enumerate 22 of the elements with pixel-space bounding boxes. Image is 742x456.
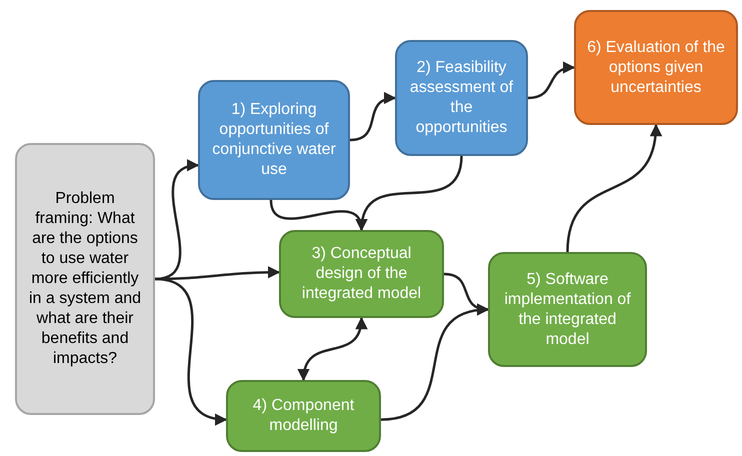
box-text: 6) Evaluation of the options given uncertainties bbox=[586, 38, 726, 98]
arrow bbox=[298, 316, 366, 382]
arrow bbox=[528, 62, 576, 100]
box-text: 4) Component modelling bbox=[252, 396, 356, 436]
box-text: 2) Feasibility assessment of the opportunities bbox=[408, 58, 514, 138]
arrow bbox=[380, 304, 490, 421]
arrow bbox=[154, 266, 280, 280]
arrow bbox=[350, 93, 396, 142]
process-box bbox=[488, 252, 647, 367]
process-box bbox=[574, 10, 738, 125]
arrow bbox=[356, 156, 463, 232]
arrow bbox=[154, 278, 228, 424]
process-box bbox=[198, 80, 350, 200]
box-text: 1) Exploring opportunities of conjunctive water use bbox=[211, 100, 337, 180]
process-box bbox=[395, 40, 528, 156]
process-box bbox=[226, 380, 381, 452]
box-text: Problem framing: What are the options to use water more efficiently in a system and what are their benefits and impacts? bbox=[28, 189, 142, 369]
process-box bbox=[279, 230, 444, 318]
arrow bbox=[566, 124, 662, 252]
box-text: 5) Software implementation of the integrated model bbox=[503, 270, 632, 350]
box-text: 3) Conceptual design of the integrated model bbox=[300, 244, 422, 304]
process-box bbox=[15, 143, 155, 415]
